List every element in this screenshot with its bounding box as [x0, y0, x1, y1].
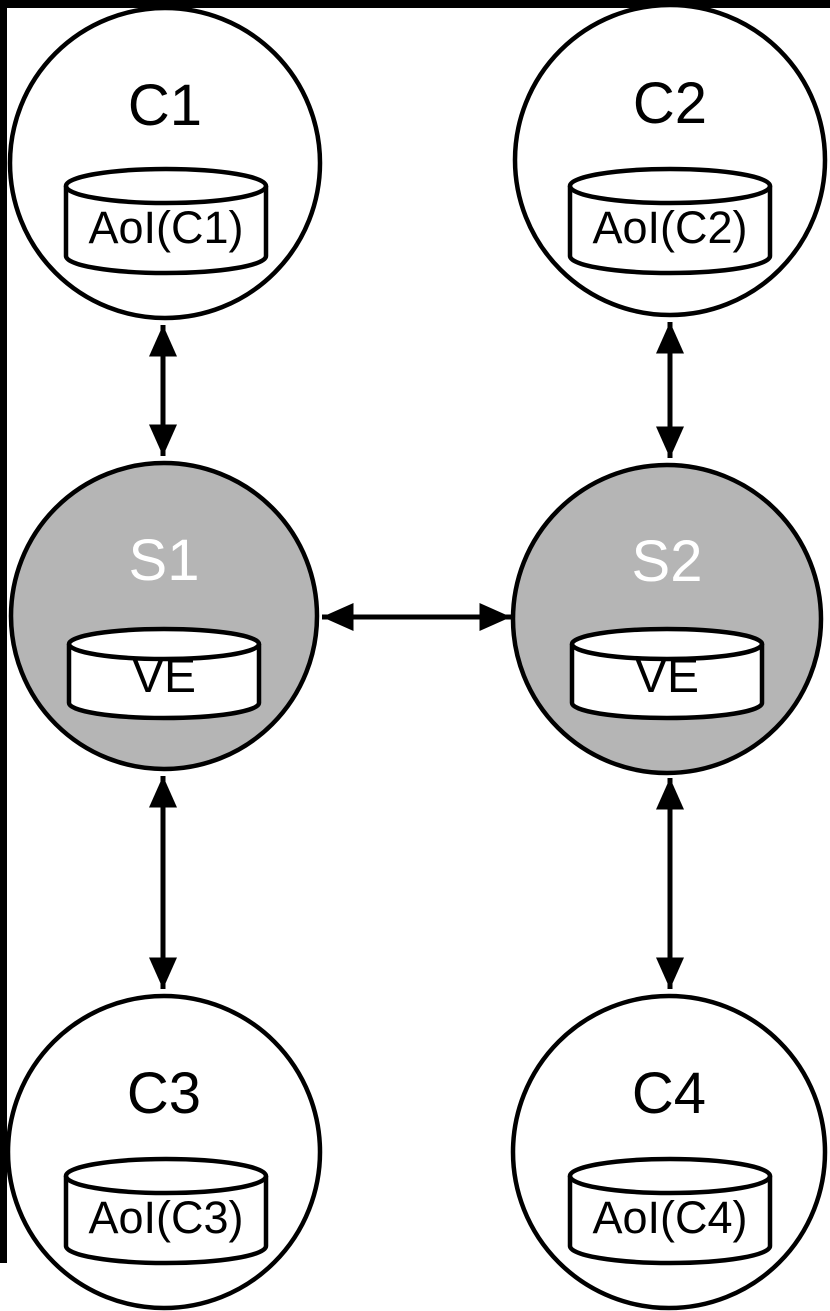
- node-s1-store-label: VE: [132, 650, 196, 703]
- node-c4-label: C4: [632, 1061, 706, 1126]
- node-c2-store-label: AoI(C2): [592, 202, 747, 253]
- node-s1-label: S1: [129, 528, 200, 593]
- node-c2: C2 AoI(C2): [512, 2, 828, 318]
- node-s2-label: S2: [632, 529, 703, 594]
- database-cylinder-rim: [63, 185, 269, 206]
- database-cylinder-icon: [567, 166, 773, 276]
- node-s2-circle: [510, 462, 824, 776]
- database-cylinder-rim: [63, 1175, 269, 1196]
- node-s1-datastore: VE: [66, 626, 262, 721]
- node-c1-label: C1: [128, 73, 202, 138]
- node-c2-datastore: AoI(C2): [567, 166, 773, 276]
- node-c3-datastore: AoI(C3): [63, 1156, 269, 1266]
- node-c4: C4 AoI(C4): [510, 993, 828, 1311]
- node-c3-label: C3: [127, 1061, 201, 1126]
- database-cylinder-rim: [567, 185, 773, 206]
- edges: [149, 322, 684, 989]
- node-c2-label: C2: [633, 71, 707, 136]
- database-cylinder-icon: [63, 166, 269, 276]
- node-s2-datastore: VE: [569, 626, 765, 721]
- node-c1-datastore: AoI(C1): [63, 166, 269, 276]
- database-cylinder-icon: [567, 1156, 773, 1266]
- database-cylinder-rim: [66, 643, 262, 662]
- frame-top-border: [0, 0, 830, 8]
- database-cylinder-rim: [567, 1175, 773, 1196]
- node-s2: S2 VE: [510, 462, 824, 776]
- database-cylinder-icon: [569, 626, 765, 721]
- database-cylinder-rim: [569, 643, 765, 662]
- node-c4-store-label: AoI(C4): [592, 1192, 747, 1243]
- node-c1-store-label: AoI(C1): [88, 202, 243, 253]
- node-s1-circle: [8, 460, 320, 772]
- frame-left-border: [0, 0, 7, 1263]
- database-cylinder-icon: [63, 1156, 269, 1266]
- node-c4-datastore: AoI(C4): [567, 1156, 773, 1266]
- node-s1: S1 VE: [8, 460, 320, 772]
- node-c3-store-label: AoI(C3): [88, 1192, 243, 1243]
- node-c1: C1 AoI(C1): [7, 5, 323, 321]
- database-cylinder-icon: [66, 626, 262, 721]
- node-s2-store-label: VE: [635, 650, 699, 703]
- node-c3: C3 AoI(C3): [5, 993, 323, 1311]
